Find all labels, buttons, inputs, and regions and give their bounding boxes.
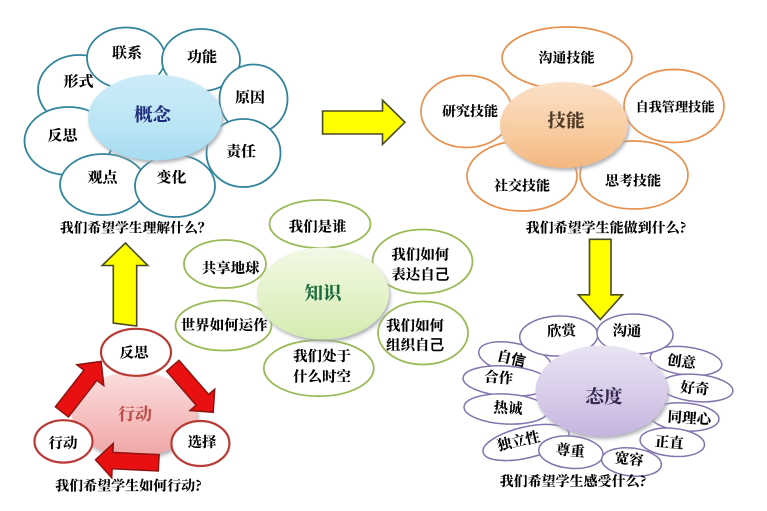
svg-text:沟通: 沟通 [612, 319, 642, 341]
svg-text:我们希望学生能做到什么?: 我们希望学生能做到什么? [526, 218, 687, 238]
svg-text:欣赏: 欣赏 [547, 319, 577, 341]
svg-text:功能: 功能 [187, 46, 217, 67]
svg-text:尊重: 尊重 [555, 438, 586, 461]
svg-text:同理心: 同理心 [667, 406, 712, 430]
svg-text:反思: 反思 [47, 125, 77, 146]
svg-text:反思: 反思 [120, 342, 149, 363]
svg-text:我们是谁: 我们是谁 [289, 216, 347, 237]
svg-text:知识: 知识 [304, 280, 341, 306]
svg-text:行动: 行动 [49, 432, 78, 453]
svg-text:研究技能: 研究技能 [442, 101, 498, 121]
svg-text:好奇: 好奇 [680, 376, 711, 399]
svg-text:我们希望学生如何行动?: 我们希望学生如何行动? [55, 476, 202, 496]
svg-text:形式: 形式 [63, 71, 93, 92]
svg-text:我们如何组织自己: 我们如何组织自己 [386, 314, 444, 355]
svg-text:责任: 责任 [226, 141, 256, 162]
svg-text:选择: 选择 [188, 431, 217, 452]
svg-text:我们希望学生理解什么？: 我们希望学生理解什么？ [60, 217, 212, 237]
svg-text:共享地球: 共享地球 [202, 257, 260, 278]
svg-text:原因: 原因 [235, 87, 265, 108]
svg-text:我们如何表达自己: 我们如何表达自己 [391, 243, 449, 284]
svg-text:行动: 行动 [118, 400, 152, 425]
svg-text:合作: 合作 [484, 366, 515, 389]
svg-text:变化: 变化 [156, 167, 186, 188]
svg-text:观点: 观点 [87, 167, 117, 188]
svg-text:思考技能: 思考技能 [605, 171, 661, 191]
svg-text:态度: 态度 [585, 383, 623, 409]
svg-text:联系: 联系 [112, 42, 142, 63]
svg-text:沟通技能: 沟通技能 [539, 48, 595, 68]
svg-text:技能: 技能 [547, 107, 584, 133]
svg-text:自我管理技能: 自我管理技能 [635, 97, 714, 116]
svg-text:我们处于什么时空: 我们处于什么时空 [293, 344, 351, 386]
svg-text:创意: 创意 [666, 349, 697, 373]
svg-text:热诚: 热诚 [493, 396, 524, 419]
svg-text:正直: 正直 [654, 430, 685, 453]
svg-text:概念: 概念 [134, 101, 172, 127]
svg-text:世界如何运作: 世界如何运作 [181, 314, 268, 335]
svg-text:我们希望学生感受什么?: 我们希望学生感受什么? [500, 471, 647, 491]
svg-text:社交技能: 社交技能 [494, 176, 550, 196]
svg-text:宽容: 宽容 [614, 447, 646, 471]
